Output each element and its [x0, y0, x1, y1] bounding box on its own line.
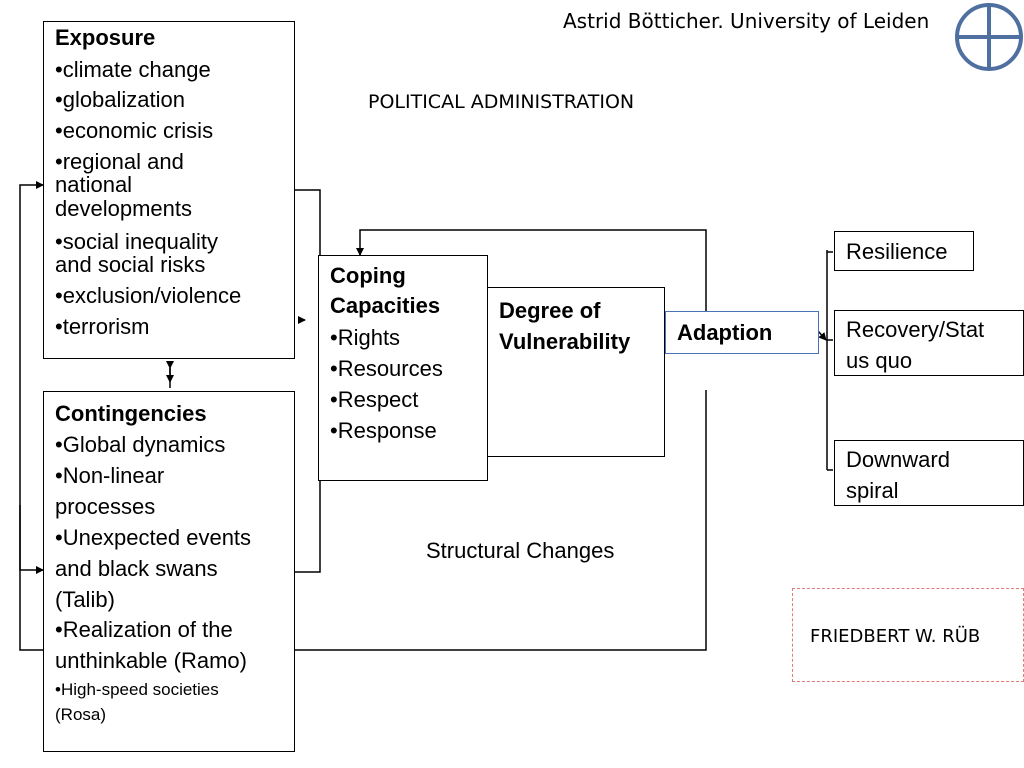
downward-line1: Downward: [846, 447, 950, 472]
exposure-item: •terrorism: [55, 314, 150, 339]
exposure-item: and social risks: [55, 252, 206, 277]
exposure-item: •globalization: [55, 87, 186, 112]
exposure-right-bracket: [295, 189, 321, 270]
resilience-box: Resilience: [834, 231, 974, 271]
contingency-feed-line: [19, 505, 44, 574]
contingency-item: •Realization of the: [55, 617, 233, 642]
recovery-line1: Recovery/Stat: [846, 317, 985, 342]
contingency-item: •Global dynamics: [55, 432, 226, 457]
adaption-box: Adaption: [665, 311, 819, 354]
credit-label: FRIEDBERT W. RÜB: [810, 626, 981, 647]
exposure-item: •climate change: [55, 57, 211, 82]
exposure-item: •economic crisis: [55, 118, 214, 143]
vulnerability-line1: Degree of: [499, 298, 601, 323]
vulnerability-line2: Vulnerability: [499, 329, 631, 354]
contingency-item-small: (Rosa): [55, 705, 107, 724]
exposure-item: •regional and: [55, 149, 184, 174]
coping-item: •Respect: [330, 387, 419, 412]
outcome-branch: [826, 250, 833, 471]
coping-capacities-box: Coping Capacities •Rights •Resources •Re…: [318, 255, 488, 481]
resilience-label: Resilience: [846, 239, 948, 264]
contingency-item: and black swans: [55, 556, 218, 581]
exposure-item: •exclusion/violence: [55, 283, 242, 308]
recovery-box: Recovery/Stat us quo: [834, 310, 1024, 376]
contingency-item: (Talib): [55, 587, 115, 612]
coping-title-line1: Coping: [330, 263, 406, 288]
coping-title-line2: Capacities: [330, 293, 441, 318]
contingency-item: •Unexpected events: [55, 525, 252, 550]
coping-item: •Resources: [330, 356, 443, 381]
contingencies-title: Contingencies: [55, 401, 207, 426]
adaption-label: Adaption: [677, 320, 773, 345]
author-title: Astrid Bötticher. University of Leiden: [563, 9, 930, 33]
circle-cross-logo-icon: [954, 2, 1024, 72]
recovery-line2: us quo: [846, 348, 913, 373]
exposure-item: developments: [55, 196, 192, 221]
feedback-frame-line: [19, 181, 707, 651]
exposure-item: national: [55, 172, 133, 197]
structural-changes-label: Structural Changes: [426, 538, 615, 563]
coping-item: •Rights: [330, 325, 401, 350]
exposure-box: Exposure •climate change •globalization …: [43, 21, 295, 359]
downward-line2: spiral: [846, 478, 899, 503]
exposure-item: •social inequality: [55, 229, 219, 254]
political-administration-label: POLITICAL ADMINISTRATION: [368, 91, 635, 113]
contingency-item-small: •High-speed societies: [55, 680, 219, 699]
credit-box: FRIEDBERT W. RÜB: [792, 588, 1024, 682]
contingency-item: unthinkable (Ramo): [55, 648, 247, 673]
exposure-title: Exposure: [55, 25, 156, 50]
adaption-arrow: [817, 330, 827, 341]
vulnerability-box: Degree of Vulnerability: [487, 287, 665, 457]
top-loop-line: [356, 229, 707, 350]
coping-item: •Response: [330, 418, 437, 443]
contingency-item: processes: [55, 494, 156, 519]
contingencies-right-bracket: [295, 480, 321, 573]
downward-spiral-box: Downward spiral: [834, 440, 1024, 506]
contingencies-box: Contingencies •Global dynamics •Non-line…: [43, 391, 295, 752]
contingency-item: •Non-linear: [55, 463, 165, 488]
